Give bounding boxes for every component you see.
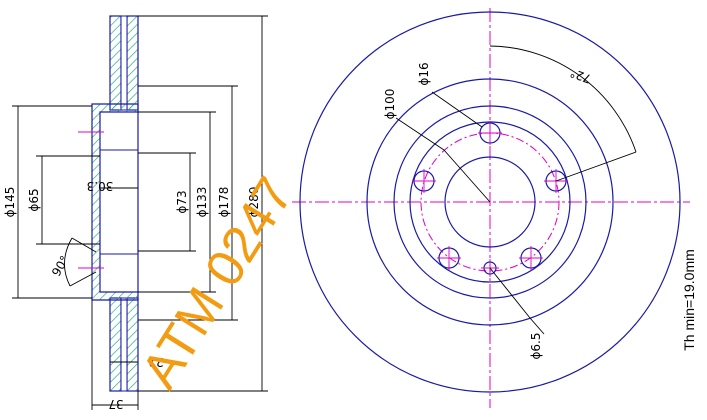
hat-outer-circle — [393, 105, 587, 299]
vent-gap-top — [120, 15, 128, 111]
hat-section — [91, 103, 139, 301]
dim-phi280: ϕ280 — [247, 187, 261, 218]
disc-ring-top-right — [126, 15, 139, 111]
front-view: ϕ16 ϕ100 ϕ6.5 72° — [292, 8, 690, 408]
dim-phi145: ϕ145 — [3, 187, 17, 218]
dim-hat-depth: 30.3 — [87, 179, 114, 193]
disc-ring-top-left — [109, 15, 122, 111]
section-view: ϕ145 ϕ65 30.3 90° ϕ73 ϕ133 ϕ178 ϕ280 22 … — [3, 15, 268, 411]
dim-phi178: ϕ178 — [217, 187, 231, 218]
disc-ring-bottom-left — [109, 297, 122, 392]
dim-phi65: ϕ65 — [27, 188, 41, 211]
min-thickness-note: Th min=19.0mm — [681, 249, 697, 351]
dim-phi73: ϕ73 — [175, 190, 189, 213]
disc-ring-bottom-right — [126, 297, 139, 392]
outer-circle — [299, 11, 681, 393]
dim-chamfer-angle: 90° — [49, 253, 72, 278]
dim-angle: 72° — [568, 66, 593, 86]
ring-inner-circle — [366, 78, 614, 326]
dim-overall-width: 37 — [108, 397, 123, 411]
dim-hole-diameter: ϕ16 — [417, 62, 431, 85]
dim-small-hole: ϕ6.5 — [529, 333, 543, 360]
dim-pitch-circle: ϕ100 — [383, 89, 397, 120]
centre-bore — [444, 156, 536, 248]
dim-phi133: ϕ133 — [195, 187, 209, 218]
dim-thickness: 22 — [148, 355, 163, 369]
vent-gap-bottom — [120, 297, 128, 392]
